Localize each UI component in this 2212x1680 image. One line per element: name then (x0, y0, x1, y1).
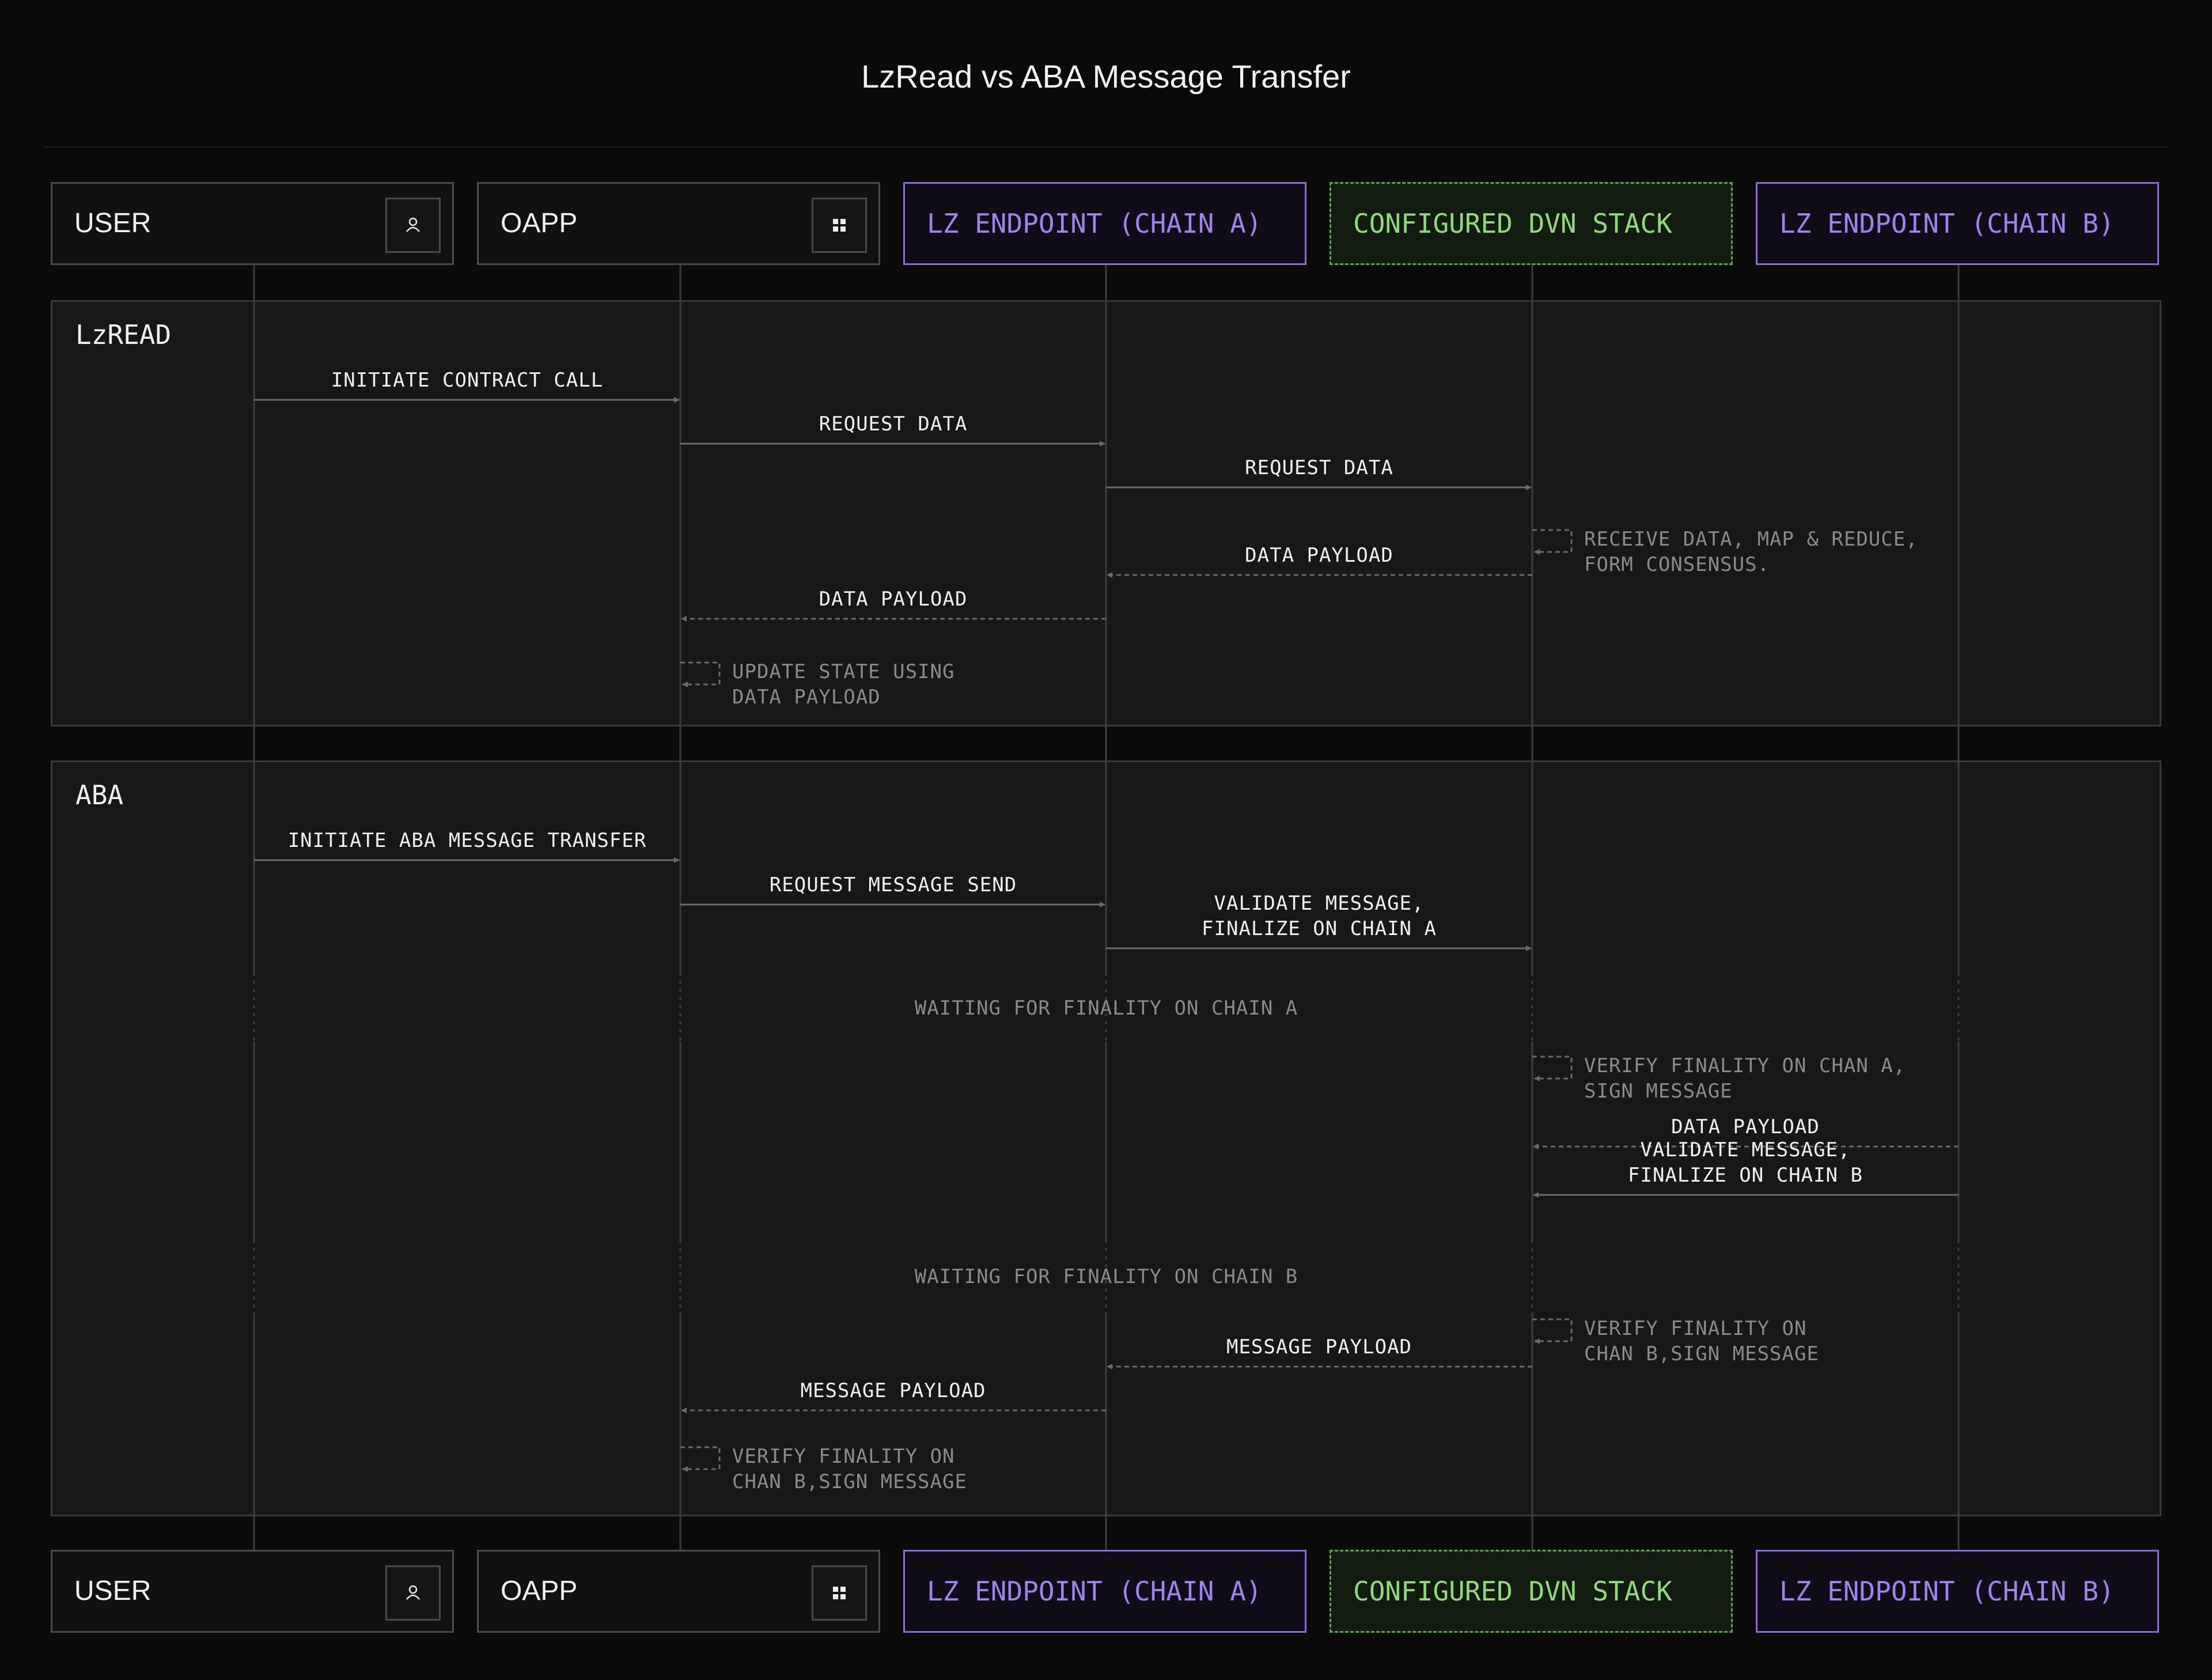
user-icon (385, 1565, 441, 1621)
message-label: MESSAGE PAYLOAD (800, 1379, 986, 1402)
grid-icon (812, 1565, 867, 1621)
grid-icon (812, 198, 867, 253)
participant-oapp-bottom: OAPP (477, 1550, 880, 1633)
participant-user-bottom: USER (51, 1550, 454, 1633)
self-loop-arrow (1532, 1055, 1573, 1081)
participant-oapp-top: OAPP (477, 182, 880, 265)
participant-label: CONFIGURED DVN STACK (1353, 208, 1672, 239)
self-loop-arrow (680, 1446, 721, 1472)
self-note: UPDATE STATE USING DATA PAYLOAD (732, 660, 955, 709)
message-label: INITIATE CONTRACT CALL (331, 369, 604, 392)
message-label: DATA PAYLOAD (1245, 544, 1393, 567)
participant-lz_a-bottom: LZ ENDPOINT (CHAIN A) (903, 1550, 1306, 1633)
participant-label: OAPP (501, 208, 578, 239)
participant-dvn-bottom: CONFIGURED DVN STACK (1330, 1550, 1733, 1633)
section-label: LzREAD (75, 319, 172, 350)
message-label: INITIATE ABA MESSAGE TRANSFER (287, 829, 647, 852)
message-label: MESSAGE PAYLOAD (1226, 1335, 1412, 1359)
message-label: VALIDATE MESSAGE, FINALIZE ON CHAIN B (1628, 1138, 1863, 1187)
participant-label: USER (74, 1576, 151, 1606)
waiting-label: WAITING FOR FINALITY ON CHAIN B (914, 1265, 1298, 1288)
participant-user-top: USER (51, 182, 454, 265)
participant-lz_b-top: LZ ENDPOINT (CHAIN B) (1756, 182, 2159, 265)
self-loop-arrow (1532, 529, 1573, 555)
message-label: DATA PAYLOAD (1671, 1115, 1820, 1138)
participant-lz_b-bottom: LZ ENDPOINT (CHAIN B) (1756, 1550, 2159, 1633)
self-loop-arrow (1532, 1318, 1573, 1344)
section-label: ABA (75, 780, 124, 811)
participant-label: CONFIGURED DVN STACK (1353, 1576, 1672, 1607)
participant-label: OAPP (501, 1576, 578, 1606)
participant-lz_a-top: LZ ENDPOINT (CHAIN A) (903, 182, 1306, 265)
participant-label: LZ ENDPOINT (CHAIN B) (1779, 1576, 2115, 1607)
message-label: VALIDATE MESSAGE, FINALIZE ON CHAIN A (1202, 892, 1437, 940)
participant-label: LZ ENDPOINT (CHAIN A) (927, 1576, 1262, 1607)
self-note: VERIFY FINALITY ON CHAN B,SIGN MESSAGE (1584, 1317, 1819, 1365)
participant-label: LZ ENDPOINT (CHAIN B) (1779, 208, 2115, 239)
self-note: VERIFY FINALITY ON CHAN A, SIGN MESSAGE (1584, 1054, 1906, 1103)
self-loop-arrow (680, 661, 721, 687)
message-label: REQUEST DATA (819, 413, 968, 436)
diagram-title: LzRead vs ABA Message Transfer (861, 58, 1351, 94)
title-divider (44, 146, 2168, 147)
message-label: REQUEST MESSAGE SEND (769, 873, 1017, 896)
message-label: DATA PAYLOAD (819, 588, 968, 611)
participant-label: USER (74, 208, 151, 239)
participant-label: LZ ENDPOINT (CHAIN A) (927, 208, 1262, 239)
user-icon (385, 198, 441, 253)
waiting-label: WAITING FOR FINALITY ON CHAIN A (914, 997, 1298, 1020)
self-note: VERIFY FINALITY ON CHAN B,SIGN MESSAGE (732, 1445, 967, 1493)
self-note: RECEIVE DATA, MAP & REDUCE, FORM CONSENS… (1584, 528, 1918, 576)
message-label: REQUEST DATA (1245, 456, 1393, 479)
participant-dvn-top: CONFIGURED DVN STACK (1330, 182, 1733, 265)
